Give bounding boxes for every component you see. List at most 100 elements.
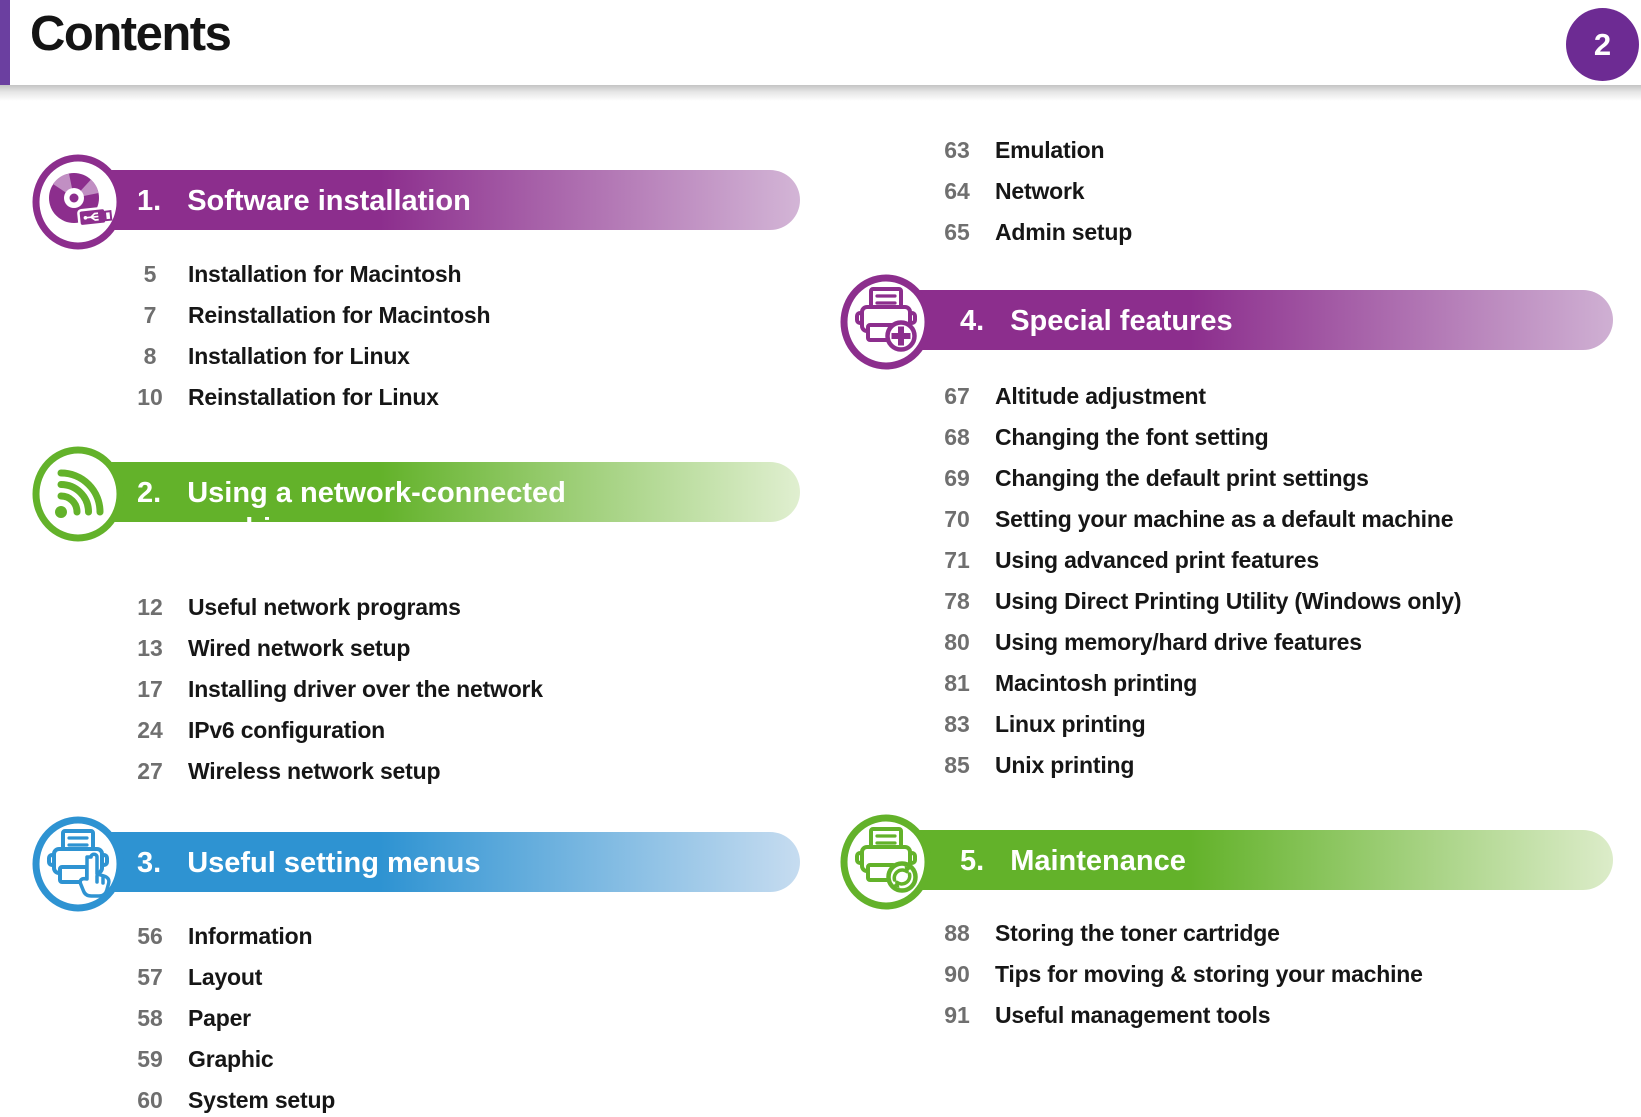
toc-entry-label: Changing the font setting bbox=[995, 424, 1269, 450]
toc-entry[interactable]: 17 Installing driver over the network bbox=[128, 669, 543, 710]
toc-entry[interactable]: 90 Tips for moving & storing your machine bbox=[935, 954, 1423, 995]
toc-entry-label: Reinstallation for Macintosh bbox=[188, 302, 491, 328]
section-banner-useful-setting-menus[interactable]: 3. Useful setting menus bbox=[76, 832, 800, 892]
toc-entry[interactable]: 63 Emulation bbox=[935, 130, 1132, 171]
toc-entry[interactable]: 81 Macintosh printing bbox=[935, 663, 1461, 704]
toc-entry-page-number: 60 bbox=[137, 1087, 163, 1113]
toc-entry-label: Setting your machine as a default machin… bbox=[995, 506, 1454, 532]
toc-entry-page-number: 91 bbox=[944, 1002, 970, 1028]
toc-entry-label: Reinstallation for Linux bbox=[188, 384, 439, 410]
toc-entry-label: Useful management tools bbox=[995, 1002, 1271, 1028]
page-number-badge: 2 bbox=[1566, 8, 1639, 81]
page-title: Contents bbox=[30, 7, 232, 61]
header-divider bbox=[0, 85, 1641, 101]
toc-entry-page-number: 8 bbox=[143, 343, 157, 369]
toc-entry-page-number: 81 bbox=[944, 670, 970, 696]
toc-entry-label: Emulation bbox=[995, 137, 1105, 163]
section-banner-network-machine[interactable]: 2.Using a network-connected machine bbox=[76, 462, 800, 522]
toc-entry-label: System setup bbox=[188, 1087, 336, 1113]
section-title: Software installation bbox=[187, 185, 471, 217]
section-title: Special features bbox=[1010, 305, 1233, 337]
toc-entry-label: Wireless network setup bbox=[188, 758, 441, 784]
toc-entry-label: IPv6 configuration bbox=[188, 717, 386, 743]
toc-entry[interactable]: 69 Changing the default print settings bbox=[935, 458, 1461, 499]
section-banner-maintenance[interactable]: 5. Maintenance bbox=[884, 830, 1613, 890]
toc-entry[interactable]: 91 Useful management tools bbox=[935, 995, 1423, 1036]
toc-entry-page-number: 85 bbox=[944, 752, 970, 778]
section-banner-software-installation[interactable]: 1. Software installation bbox=[76, 170, 800, 230]
toc-entry-page-number: 27 bbox=[137, 758, 163, 784]
printer-hand-icon bbox=[30, 816, 126, 912]
toc-entry-label: Tips for moving & storing your machine bbox=[995, 961, 1423, 987]
header-accent-bar bbox=[0, 0, 10, 86]
toc-entry[interactable]: 56 Information bbox=[128, 916, 335, 957]
section-number: 1. bbox=[137, 185, 162, 217]
toc-entry-page-number: 88 bbox=[944, 920, 970, 946]
toc-entry-label: Unix printing bbox=[995, 752, 1135, 778]
toc-entry-page-number: 59 bbox=[137, 1046, 163, 1072]
toc-entry[interactable]: 5 Installation for Macintosh bbox=[128, 254, 490, 295]
toc-entry-page-number: 71 bbox=[944, 547, 970, 573]
toc-entry[interactable]: 64 Network bbox=[935, 171, 1132, 212]
toc-entry-page-number: 70 bbox=[944, 506, 970, 532]
printer-plus-icon bbox=[838, 274, 934, 370]
toc-entry-page-number: 56 bbox=[137, 923, 163, 949]
section-title: Useful setting menus bbox=[187, 847, 481, 879]
toc-entry[interactable]: 70 Setting your machine as a default mach… bbox=[935, 499, 1461, 540]
printer-refresh-icon bbox=[838, 814, 934, 910]
toc-entry-page-number: 17 bbox=[137, 676, 163, 702]
toc-entry-label: Wired network setup bbox=[188, 635, 411, 661]
toc-entry-page-number: 90 bbox=[944, 961, 970, 987]
toc-entry[interactable]: 88 Storing the toner cartridge bbox=[935, 913, 1423, 954]
toc-entry-page-number: 78 bbox=[944, 588, 970, 614]
toc-entry[interactable]: 7 Reinstallation for Macintosh bbox=[128, 295, 491, 336]
toc-entry[interactable]: 10 Reinstallation for Linux bbox=[128, 377, 490, 418]
toc-entry-page-number: 7 bbox=[143, 302, 157, 328]
toc-entry[interactable]: 59 Graphic bbox=[128, 1039, 335, 1080]
toc-entry-label: Installing driver over the network bbox=[188, 676, 543, 702]
toc-entry[interactable]: 85 Unix printing bbox=[935, 745, 1461, 786]
toc-entry-page-number: 58 bbox=[137, 1005, 163, 1031]
section-number: 5. bbox=[960, 845, 985, 877]
toc-entry-page-number: 5 bbox=[143, 261, 157, 287]
toc-entry-label: Macintosh printing bbox=[995, 670, 1198, 696]
page-number: 2 bbox=[1593, 26, 1612, 62]
toc-entry-label: Information bbox=[188, 923, 313, 949]
toc-entry[interactable]: 60 System setup bbox=[128, 1080, 335, 1117]
toc-entry[interactable]: 27 Wireless network setup bbox=[128, 751, 543, 792]
toc-entry-label: Storing the toner cartridge bbox=[995, 920, 1280, 946]
toc-entry[interactable]: 24 IPv6 configuration bbox=[128, 710, 543, 751]
section-banner-special-features[interactable]: 4.Special features bbox=[884, 290, 1613, 350]
section-title: Maintenance bbox=[1010, 845, 1186, 877]
toc-entry-page-number: 63 bbox=[944, 137, 970, 163]
toc-entry-page-number: 69 bbox=[944, 465, 970, 491]
toc-entry-page-number: 83 bbox=[944, 711, 970, 737]
toc-entry-page-number: 10 bbox=[137, 384, 163, 410]
toc-entry-page-number: 80 bbox=[944, 629, 970, 655]
toc-entry-label: Network bbox=[995, 178, 1085, 204]
toc-entry-label: Installation for Macintosh bbox=[188, 261, 462, 287]
toc-entry-label: Changing the default print settings bbox=[995, 465, 1369, 491]
section-number: 3. bbox=[137, 847, 162, 879]
toc-entry-page-number: 24 bbox=[137, 717, 163, 743]
toc-entry-label: Layout bbox=[188, 964, 263, 990]
toc-entry-page-number: 64 bbox=[944, 178, 970, 204]
toc-entry-page-number: 12 bbox=[137, 594, 163, 620]
toc-entry-label: Graphic bbox=[188, 1046, 274, 1072]
